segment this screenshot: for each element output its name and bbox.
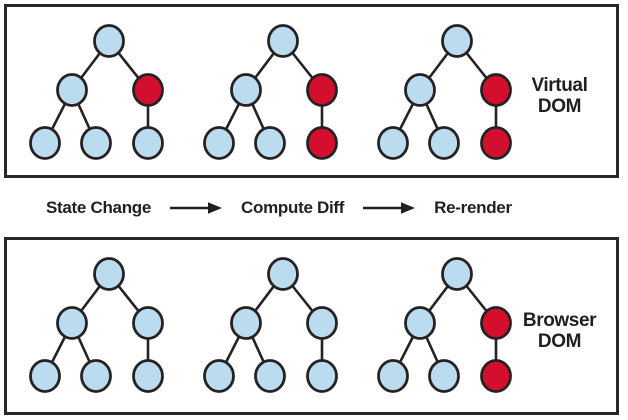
node-left-right — [428, 126, 460, 160]
node-left — [230, 306, 262, 340]
node-left — [404, 73, 436, 107]
node-root — [93, 257, 125, 291]
node-root — [93, 24, 125, 58]
node-left-left — [377, 359, 409, 393]
node-right-child — [306, 359, 338, 393]
virtual-dom-trees — [7, 7, 513, 175]
arrow-right-icon — [170, 201, 223, 214]
virtual-dom-panel: Virtual DOM — [4, 4, 619, 178]
node-left-right — [254, 359, 286, 393]
browser-dom-trees — [7, 240, 513, 412]
virtual-dom-label-line2: DOM — [537, 96, 582, 117]
node-left-right — [80, 126, 112, 160]
virtual-dom-label: Virtual DOM — [513, 76, 606, 117]
step-state-change: State Change — [46, 197, 152, 217]
node-right-changed — [132, 73, 164, 107]
node-root — [267, 24, 299, 58]
node-left — [56, 73, 88, 107]
node-left-right — [254, 126, 286, 160]
step-compute-diff: Compute Diff — [241, 197, 345, 217]
node-left-left — [29, 126, 61, 160]
virtual-dom-label-line1: Virtual — [531, 75, 588, 97]
node-right-changed — [480, 306, 512, 340]
node-right-changed — [306, 73, 338, 107]
node-root — [267, 257, 299, 291]
process-row: State Change Compute Diff Re-render — [0, 178, 628, 237]
node-left — [56, 306, 88, 340]
node-left-right — [428, 359, 460, 393]
arrow-right-icon — [363, 201, 416, 214]
node-left-right — [80, 359, 112, 393]
dom-tree — [203, 257, 338, 393]
dom-tree — [377, 257, 512, 393]
browser-dom-panel: Browser DOM — [4, 237, 619, 415]
browser-dom-label: Browser DOM — [513, 311, 606, 352]
node-left — [230, 73, 262, 107]
node-root — [441, 257, 473, 291]
node-left-left — [29, 359, 61, 393]
node-root — [441, 24, 473, 58]
node-left — [404, 306, 436, 340]
node-right-child-changed — [306, 126, 338, 160]
dom-tree — [377, 24, 512, 160]
node-right — [132, 306, 164, 340]
step-re-render: Re-render — [434, 197, 512, 217]
dom-tree — [29, 257, 164, 393]
node-left-left — [377, 126, 409, 160]
node-right-child — [132, 359, 164, 393]
node-left-left — [203, 126, 235, 160]
node-right — [306, 306, 338, 340]
node-right-child — [132, 126, 164, 160]
dom-tree — [29, 24, 164, 160]
browser-dom-label-line2: DOM — [537, 331, 582, 352]
node-right-changed — [480, 73, 512, 107]
node-right-child-changed — [480, 126, 512, 160]
node-right-child-changed — [480, 359, 512, 393]
node-left-left — [203, 359, 235, 393]
dom-tree — [203, 24, 338, 160]
browser-dom-label-line1: Browser — [522, 310, 597, 332]
